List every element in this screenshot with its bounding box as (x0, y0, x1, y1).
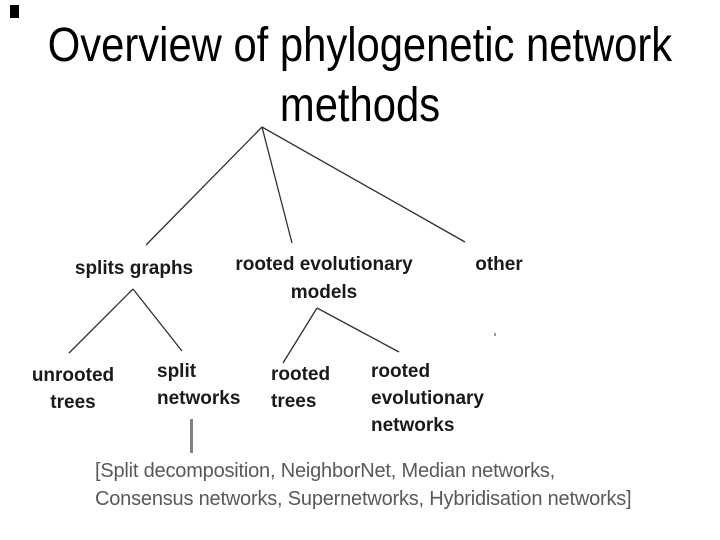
corner-mark (10, 5, 19, 18)
node-other: other (449, 251, 549, 278)
node-split-networks-line2: networks (157, 388, 241, 409)
node-unrooted-trees-line1: unrooted (31, 365, 115, 386)
node-rooted-evolutionary-networks-line3: networks (371, 415, 455, 436)
node-rooted-trees: rooted trees (271, 361, 330, 415)
node-rooted-trees-line1: rooted (271, 364, 331, 385)
node-rooted-evolutionary-networks: rooted evolutionary networks (371, 358, 484, 439)
node-rooted-evolutionary-models-line2: models (290, 282, 358, 303)
node-split-networks: split networks (157, 358, 240, 412)
page-title: Overview of phylogenetic network methods (47, 16, 673, 136)
node-rooted-evolutionary-models: rooted evolutionary models (214, 251, 434, 307)
node-rooted-evolutionary-models-line1: rooted evolutionary (235, 254, 413, 275)
stray-mark (494, 333, 496, 336)
edge-root-to-other (261, 126, 466, 243)
node-splits-graphs: splits graphs (34, 255, 234, 282)
node-unrooted-trees: unrooted trees (13, 362, 133, 416)
node-split-networks-line1: split (157, 361, 197, 382)
method-list-annotation-line1: [Split decomposition, NeighborNet, Media… (95, 460, 556, 482)
edge-root-to-rooted-evolutionary-models (261, 126, 293, 244)
node-unrooted-trees-line2: trees (50, 392, 96, 413)
node-rooted-evolutionary-networks-line1: rooted (371, 361, 431, 382)
edge-models-to-rooted-evolutionary-networks (316, 307, 400, 353)
edge-splits-graphs-to-split-networks (132, 288, 183, 352)
node-splits-graphs-label: splits graphs (74, 258, 194, 279)
page-title-line2: methods (279, 79, 441, 132)
edge-models-to-rooted-trees (282, 307, 318, 364)
method-list-annotation-line2: Consensus networks, Supernetworks, Hybri… (95, 488, 632, 510)
edge-splits-graphs-to-unrooted-trees (68, 288, 134, 354)
page-title-line1: Overview of phylogenetic network (47, 19, 673, 72)
node-other-label: other (475, 254, 523, 275)
node-rooted-evolutionary-networks-line2: evolutionary (371, 388, 484, 409)
method-list-annotation: [Split decomposition, NeighborNet, Media… (95, 457, 632, 513)
node-rooted-trees-line2: trees (271, 391, 317, 412)
edge-root-to-splits-graphs (145, 126, 263, 246)
